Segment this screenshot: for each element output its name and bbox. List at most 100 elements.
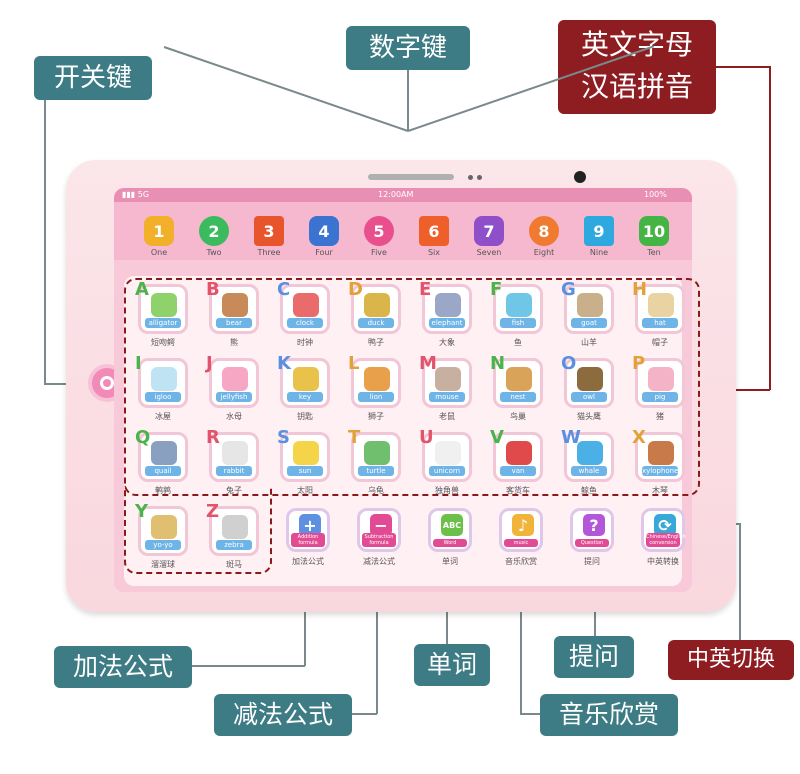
function-icon: ABC	[441, 514, 463, 536]
number-key-7[interactable]: 7	[474, 216, 504, 246]
letter-picture-yo-yo	[151, 515, 177, 539]
letters-outline-top	[124, 278, 700, 496]
letter-picture-elephant	[435, 293, 461, 317]
number-key-2[interactable]: 2	[199, 216, 229, 246]
letter-cn-label: 猪	[656, 412, 664, 421]
letter-picture-nest	[506, 367, 532, 391]
camera	[574, 171, 586, 183]
addition-callout-text: 加法公式	[72, 652, 173, 681]
music-leader-v	[520, 560, 522, 714]
letter-glyph: E	[419, 279, 432, 300]
subtraction-callout-text: 减法公式	[232, 700, 333, 729]
letter-word: sun	[287, 466, 323, 476]
letter-cn-label: 狮子	[368, 412, 384, 421]
letter-cn-label: 帽子	[652, 338, 668, 347]
letter-picture-key	[293, 367, 319, 391]
letter-word: van	[500, 466, 536, 476]
status-bar: ▮▮▮ 5G 12:00AM 100%	[114, 188, 692, 202]
letter-glyph: T	[348, 427, 361, 448]
function-cn-label: 加法公式	[292, 557, 324, 566]
number-label-4: Four	[315, 248, 333, 257]
letter-glyph: H	[632, 279, 648, 300]
question-callout-text: 提问	[568, 642, 619, 671]
letter-word: elephant	[429, 318, 465, 328]
letter-picture-owl	[577, 367, 603, 391]
letter-word: hat	[642, 318, 678, 328]
number-key-8[interactable]: 8	[529, 216, 559, 246]
word-callout-text: 单词	[426, 650, 477, 679]
function-key-5[interactable]: ⟳Chinese/English conversion	[641, 508, 686, 552]
number-key-1[interactable]: 1	[144, 216, 174, 246]
number-label-10: Ten	[647, 248, 661, 257]
function-key-1[interactable]: −Subtraction formula	[357, 508, 401, 552]
letter-cn-label: 短吻鳄	[151, 338, 175, 347]
function-key-3[interactable]: ♪music	[499, 508, 543, 552]
function-icon: ⟳	[654, 514, 676, 536]
function-label: Chinese/English conversion	[646, 533, 686, 547]
number-key-3[interactable]: 3	[254, 216, 284, 246]
letter-word: clock	[287, 318, 323, 328]
function-key-0[interactable]: +Addition formula	[286, 508, 330, 552]
number-label-8: Eight	[533, 248, 555, 257]
signal-icon: ▮▮▮ 5G	[122, 190, 150, 199]
letter-cn-label: 独角兽	[435, 486, 459, 495]
letter-glyph: R	[206, 427, 220, 448]
letter-picture-alligator	[151, 293, 177, 317]
number-keys-callout-text: 数字键	[368, 33, 447, 63]
letter-glyph: C	[277, 279, 291, 300]
letter-glyph: L	[348, 353, 360, 374]
letters-pinyin-callout: 英文字母 汉语拼音	[558, 20, 716, 114]
function-cn-label: 中英转换	[647, 557, 679, 566]
number-key-9[interactable]: 9	[584, 216, 614, 246]
letter-cn-label: 溜溜球	[151, 560, 175, 569]
number-key-4[interactable]: 4	[309, 216, 339, 246]
letter-glyph: M	[419, 353, 437, 374]
letter-cn-label: 大象	[439, 338, 455, 347]
letter-word: xylophone	[642, 466, 679, 476]
number-key-6[interactable]: 6	[419, 216, 449, 246]
letter-glyph: O	[561, 353, 577, 374]
letter-word: yo-yo	[145, 540, 181, 550]
clock-text: 12:00AM	[378, 190, 414, 199]
letter-word: rabbit	[216, 466, 252, 476]
letter-word: quail	[145, 466, 181, 476]
letter-glyph: B	[206, 279, 220, 300]
letter-cn-label: 乌龟	[368, 486, 384, 495]
letter-word: owl	[571, 392, 607, 402]
letter-picture-quail	[151, 441, 177, 465]
letter-glyph: D	[348, 279, 363, 300]
function-key-4[interactable]: ?Question	[570, 508, 614, 552]
function-icon: ♪	[512, 514, 534, 536]
number-key-5[interactable]: 5	[364, 216, 394, 246]
number-key-10[interactable]: 10	[639, 216, 669, 246]
